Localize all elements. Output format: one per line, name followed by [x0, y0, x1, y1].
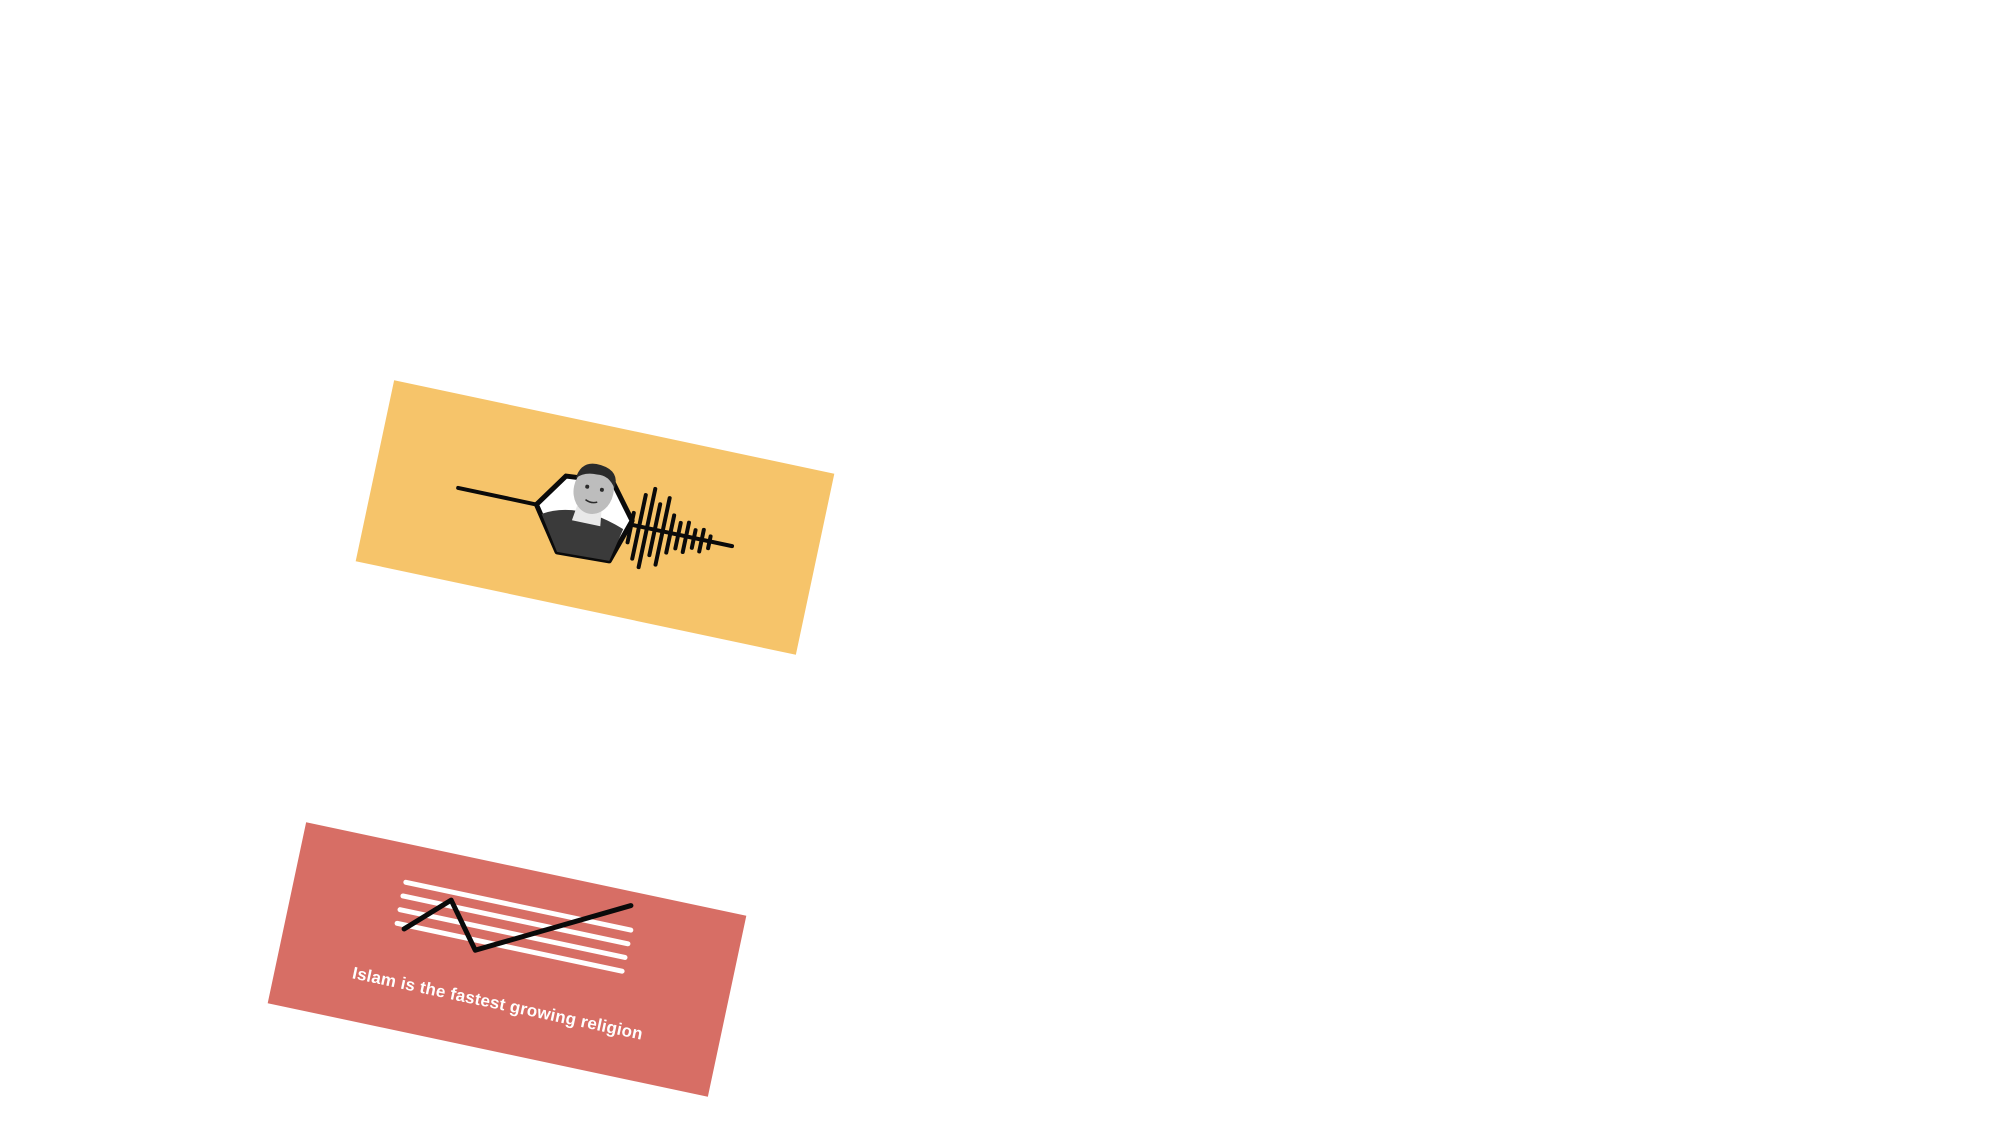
speaker-portrait-icon: [541, 463, 624, 561]
podcast-card[interactable]: [355, 380, 835, 655]
trend-line-chart-icon: [394, 879, 634, 974]
audio-waveform-icon: [625, 486, 735, 570]
audio-line-left: [456, 485, 539, 507]
growth-card[interactable]: Islam is the fastest growing religion: [267, 822, 747, 1097]
podcast-illustration: [456, 463, 735, 570]
trend-line: [401, 897, 634, 953]
chart-gridlines: [394, 879, 634, 974]
